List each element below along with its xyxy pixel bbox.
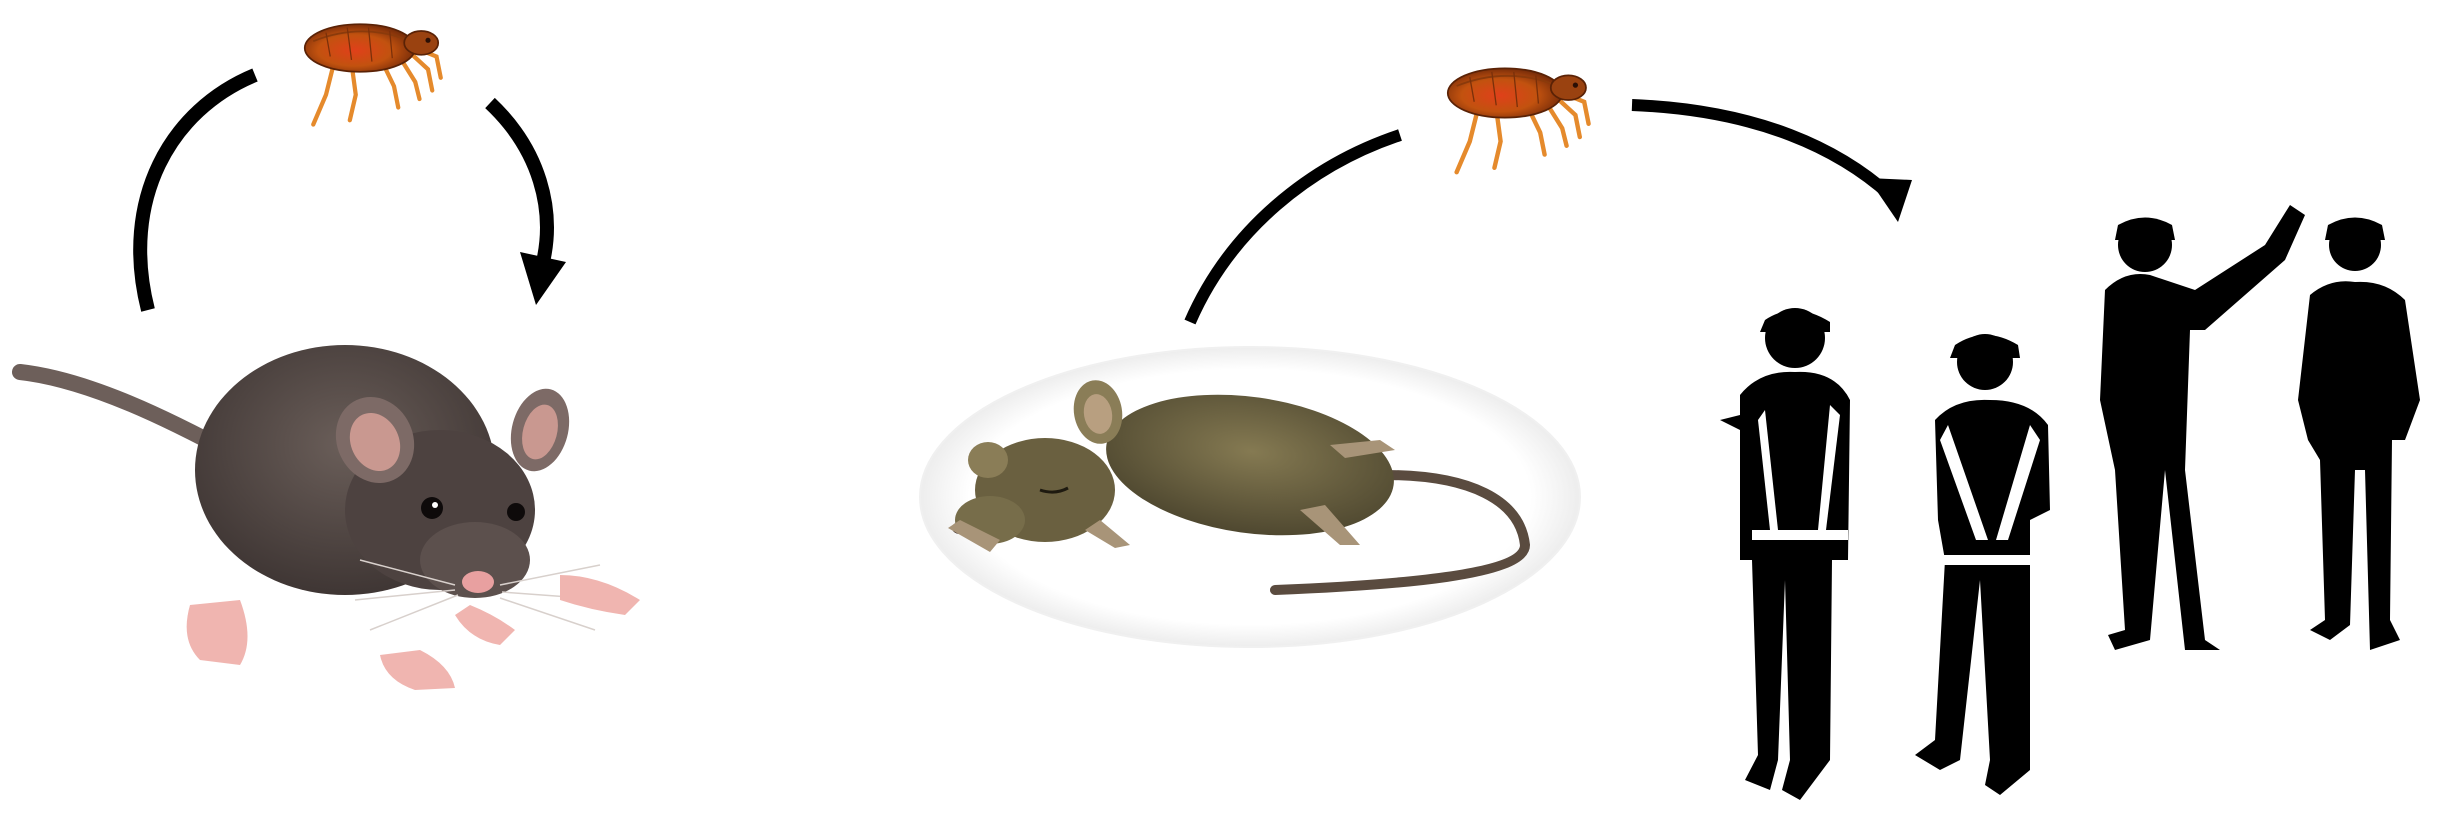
human-silhouette-2 xyxy=(1915,334,2050,795)
human-silhouette-3 xyxy=(2100,205,2305,650)
cycle-arrow-up xyxy=(140,75,255,310)
transmission-arrowhead xyxy=(1868,178,1912,222)
flea-icon-top xyxy=(305,24,441,124)
transmission-arrow-up xyxy=(1190,135,1400,322)
rat-flea-cycle-panel xyxy=(20,24,640,690)
rat-to-human-panel xyxy=(920,68,2420,800)
cycle-arrow-down xyxy=(490,103,547,262)
live-rat-image xyxy=(20,345,640,690)
human-silhouette-4 xyxy=(2298,218,2420,651)
transmission-arrow-down xyxy=(1632,105,1890,195)
cycle-arrowhead xyxy=(520,252,566,305)
human-silhouette-1 xyxy=(1720,308,1850,800)
human-group xyxy=(1720,205,2420,800)
flea-icon-right xyxy=(1448,68,1589,172)
